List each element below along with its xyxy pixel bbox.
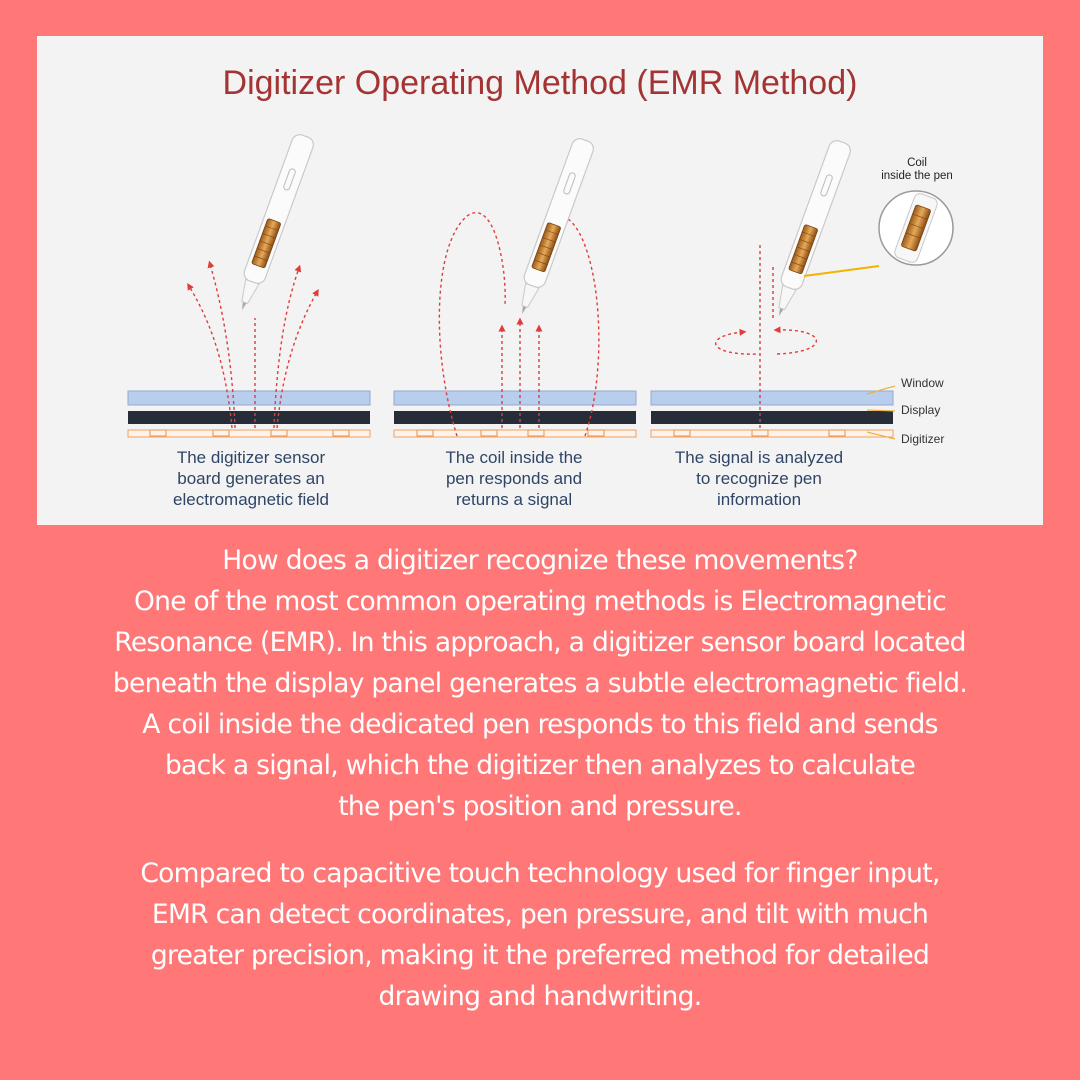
coil-callout-label: Coil inside the pen: [867, 157, 967, 183]
caption-line: electromagnetic field: [173, 490, 329, 509]
paragraph-line: One of the most common operating methods…: [133, 586, 947, 617]
paragraph-line: How does a digitizer recognize these mov…: [222, 545, 858, 576]
paragraph-line: Compared to capacitive touch technology …: [140, 858, 940, 889]
paragraph-line: greater precision, making it the preferr…: [150, 940, 930, 971]
paragraph-line: the pen's position and pressure.: [338, 791, 742, 822]
layer-leader-lines: [866, 385, 896, 440]
caption-stage-3: The signal is analyzed to recognize pen …: [634, 447, 884, 510]
diagram-panel: Digitizer Operating Method (EMR Method) …: [37, 36, 1043, 525]
caption-line: pen responds and: [445, 469, 583, 488]
paragraph-line: EMR can detect coordinates, pen pressure…: [151, 899, 929, 930]
stage-3-illustration: [650, 137, 954, 438]
paragraph-2: Compared to capacitive touch technology …: [0, 853, 1080, 1017]
layer-label-window: Window: [901, 376, 944, 390]
paragraph-1: How does a digitizer recognize these mov…: [0, 540, 1080, 827]
caption-line: returns a signal: [455, 490, 573, 509]
caption-stage-1: The digitizer sensor board generates an …: [126, 447, 376, 510]
stage-1-illustration: [127, 131, 371, 438]
layer-label-display: Display: [901, 403, 941, 417]
paragraph-line: back a signal, which the digitizer then …: [164, 750, 916, 781]
coil-callout-line: inside the pen: [881, 170, 953, 182]
caption-line: The signal is analyzed: [674, 448, 844, 467]
diagram-artwork: [127, 131, 954, 440]
paragraph-line: drawing and handwriting.: [378, 981, 703, 1012]
caption-line: The digitizer sensor: [176, 448, 326, 467]
diagram-title: Digitizer Operating Method (EMR Method): [222, 64, 858, 102]
layer-label-digitizer: Digitizer: [901, 432, 945, 446]
coil-callout-line: Coil: [907, 157, 927, 169]
caption-line: The coil inside the: [445, 448, 583, 467]
caption-line: board generates an: [177, 469, 325, 488]
caption-line: information: [716, 490, 802, 509]
caption-line: to recognize pen: [696, 469, 822, 488]
stage-2-illustration: [393, 135, 637, 438]
caption-stage-2: The coil inside the pen responds and ret…: [389, 447, 639, 510]
paragraph-line: Resonance (EMR). In this approach, a dig…: [114, 627, 966, 658]
paragraph-line: A coil inside the dedicated pen responds…: [142, 709, 938, 740]
paragraph-line: beneath the display panel generates a su…: [112, 668, 968, 699]
